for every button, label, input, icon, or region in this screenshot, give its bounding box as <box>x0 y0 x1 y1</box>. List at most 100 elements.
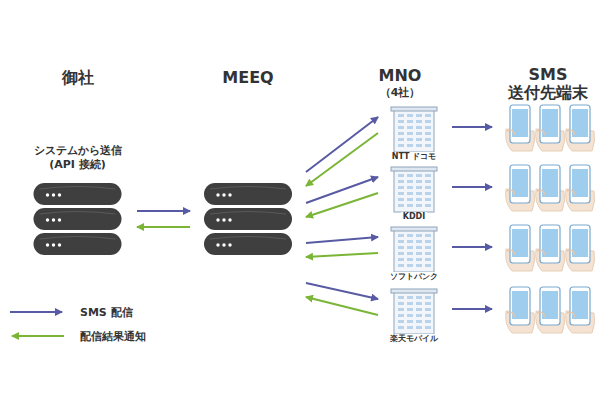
building-window <box>425 302 431 305</box>
send-arrow <box>452 308 492 310</box>
building-window <box>425 120 431 123</box>
building-window <box>425 144 431 147</box>
building-window <box>407 308 413 311</box>
building-window <box>425 174 431 177</box>
building-window <box>407 138 413 141</box>
server-rim <box>210 187 286 190</box>
node-caption: システムから送信 (API 接続) <box>22 144 133 172</box>
server-led <box>216 243 219 246</box>
server-led <box>46 243 49 246</box>
building-window <box>425 234 431 237</box>
server-led <box>46 193 49 196</box>
building-window <box>398 258 404 261</box>
phone-body <box>510 165 530 203</box>
server-led <box>58 243 61 246</box>
building-window <box>398 246 404 249</box>
building-window <box>416 132 422 135</box>
server-led <box>58 218 61 221</box>
phone-group <box>452 105 595 333</box>
building-roof <box>391 107 437 111</box>
building-window <box>398 120 404 123</box>
building-window <box>416 326 422 329</box>
server-led <box>46 218 49 221</box>
delivery-arrow <box>306 283 378 299</box>
server-led <box>228 193 231 196</box>
building-window <box>416 308 422 311</box>
building-window <box>398 126 404 129</box>
building-window <box>398 180 404 183</box>
phone-body <box>510 225 530 263</box>
building-window <box>407 204 413 207</box>
building-window <box>407 240 413 243</box>
building-window <box>398 114 404 117</box>
building-window <box>416 252 422 255</box>
building-window <box>398 144 404 147</box>
result-arrow <box>306 133 378 186</box>
building-window <box>398 296 404 299</box>
server-led <box>216 193 219 196</box>
thumb <box>507 190 515 195</box>
thumb <box>537 190 545 195</box>
building-window <box>425 264 431 267</box>
send-arrow <box>452 126 492 128</box>
server-disc <box>204 208 292 230</box>
building-window <box>425 180 431 183</box>
building-window <box>407 258 413 261</box>
building-window <box>407 326 413 329</box>
building-window <box>416 144 422 147</box>
thumb <box>537 250 545 255</box>
building-window <box>425 204 431 207</box>
building-window <box>416 186 422 189</box>
building-window <box>407 264 413 267</box>
building-window <box>407 132 413 135</box>
building-window <box>407 246 413 249</box>
building-window <box>398 132 404 135</box>
building-window <box>398 234 404 237</box>
building-window <box>407 174 413 177</box>
building-window <box>425 126 431 129</box>
building-window <box>398 192 404 195</box>
building-body <box>394 170 434 212</box>
server-led <box>222 243 225 246</box>
building-window <box>416 204 422 207</box>
phone-body <box>570 165 590 203</box>
building-window <box>416 246 422 249</box>
building-window <box>416 258 422 261</box>
server-rim <box>40 187 116 190</box>
building-window <box>398 198 404 201</box>
server-disc <box>34 183 122 205</box>
building-window <box>425 240 431 243</box>
carrier-name: KDDI <box>401 212 427 222</box>
building-window <box>425 198 431 201</box>
server-led <box>222 193 225 196</box>
phone-body <box>570 225 590 263</box>
building-window <box>407 126 413 129</box>
building-window <box>416 302 422 305</box>
building-roof <box>391 289 437 293</box>
building-window <box>425 186 431 189</box>
thumb <box>507 130 515 135</box>
building-window <box>416 198 422 201</box>
server-led <box>52 193 55 196</box>
building-window <box>416 192 422 195</box>
result-arrow <box>306 297 378 315</box>
building-window <box>416 174 422 177</box>
building-window <box>407 114 413 117</box>
server-rim <box>210 212 286 215</box>
building-window <box>398 204 404 207</box>
column-subheading: （4社） <box>366 86 434 100</box>
thumb <box>537 130 545 135</box>
building-window <box>398 252 404 255</box>
server-disc <box>34 208 122 230</box>
building-window <box>416 120 422 123</box>
legend-arrow <box>12 335 64 337</box>
carrier-building: KDDI <box>380 164 448 222</box>
building-window <box>425 246 431 249</box>
server-led <box>52 243 55 246</box>
carrier-building: NTT ドコモ <box>380 104 448 162</box>
building-window <box>425 114 431 117</box>
server-led <box>52 218 55 221</box>
server-led <box>228 218 231 221</box>
server-disc <box>34 233 122 255</box>
phone-body <box>510 105 530 143</box>
